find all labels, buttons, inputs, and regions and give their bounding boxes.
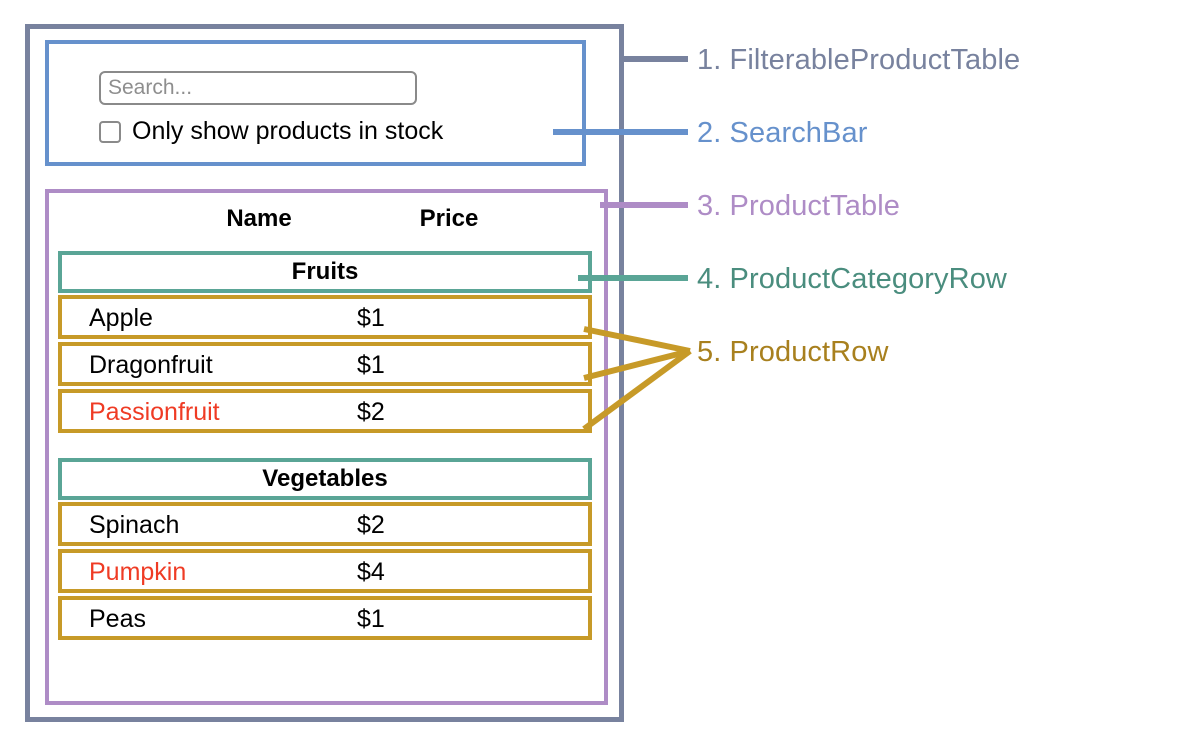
product-price: $1 bbox=[357, 605, 385, 633]
column-header-price: Price bbox=[419, 205, 479, 232]
product-name: Apple bbox=[89, 304, 153, 332]
only-in-stock-label: Only show products in stock bbox=[132, 117, 444, 145]
legend-item-product-row: 5. ProductRow bbox=[697, 336, 889, 368]
product-price: $2 bbox=[357, 398, 385, 426]
product-table: Name Price Fruits Apple $1 Dragonfruit $… bbox=[45, 189, 608, 705]
only-in-stock-checkbox[interactable] bbox=[99, 120, 121, 143]
search-bar: Only show products in stock bbox=[45, 40, 586, 166]
product-name: Spinach bbox=[89, 511, 180, 539]
legend-item-search-bar: 2. SearchBar bbox=[697, 117, 868, 149]
product-price: $1 bbox=[357, 304, 385, 332]
product-price: $4 bbox=[357, 558, 385, 586]
only-in-stock-row[interactable]: Only show products in stock bbox=[99, 119, 443, 144]
product-row[interactable]: Spinach $2 bbox=[58, 502, 592, 546]
product-table-header: Name Price bbox=[49, 205, 604, 245]
product-row[interactable]: Passionfruit $2 bbox=[58, 389, 592, 433]
product-row[interactable]: Pumpkin $4 bbox=[58, 549, 592, 593]
legend-item-filterable-product-table: 1. FilterableProductTable bbox=[697, 44, 1021, 76]
product-name: Peas bbox=[89, 605, 146, 633]
legend-item-product-category-row: 4. ProductCategoryRow bbox=[697, 263, 1007, 295]
product-price: $1 bbox=[357, 351, 385, 379]
product-category-row: Vegetables bbox=[58, 458, 592, 500]
product-row[interactable]: Peas $1 bbox=[58, 596, 592, 640]
filterable-product-table: Only show products in stock Name Price F… bbox=[25, 24, 624, 722]
product-row[interactable]: Dragonfruit $1 bbox=[58, 342, 592, 386]
legend-item-product-table: 3. ProductTable bbox=[697, 190, 901, 222]
product-name: Pumpkin bbox=[89, 558, 187, 586]
product-rows-area: Fruits Apple $1 Dragonfruit $1 Passionfr… bbox=[58, 251, 592, 643]
search-input[interactable] bbox=[99, 71, 417, 105]
product-name: Passionfruit bbox=[89, 398, 220, 426]
product-name: Dragonfruit bbox=[89, 351, 213, 379]
product-category-row: Fruits bbox=[58, 251, 592, 293]
product-row[interactable]: Apple $1 bbox=[58, 295, 592, 339]
column-header-name: Name bbox=[226, 205, 292, 232]
product-price: $2 bbox=[357, 511, 385, 539]
